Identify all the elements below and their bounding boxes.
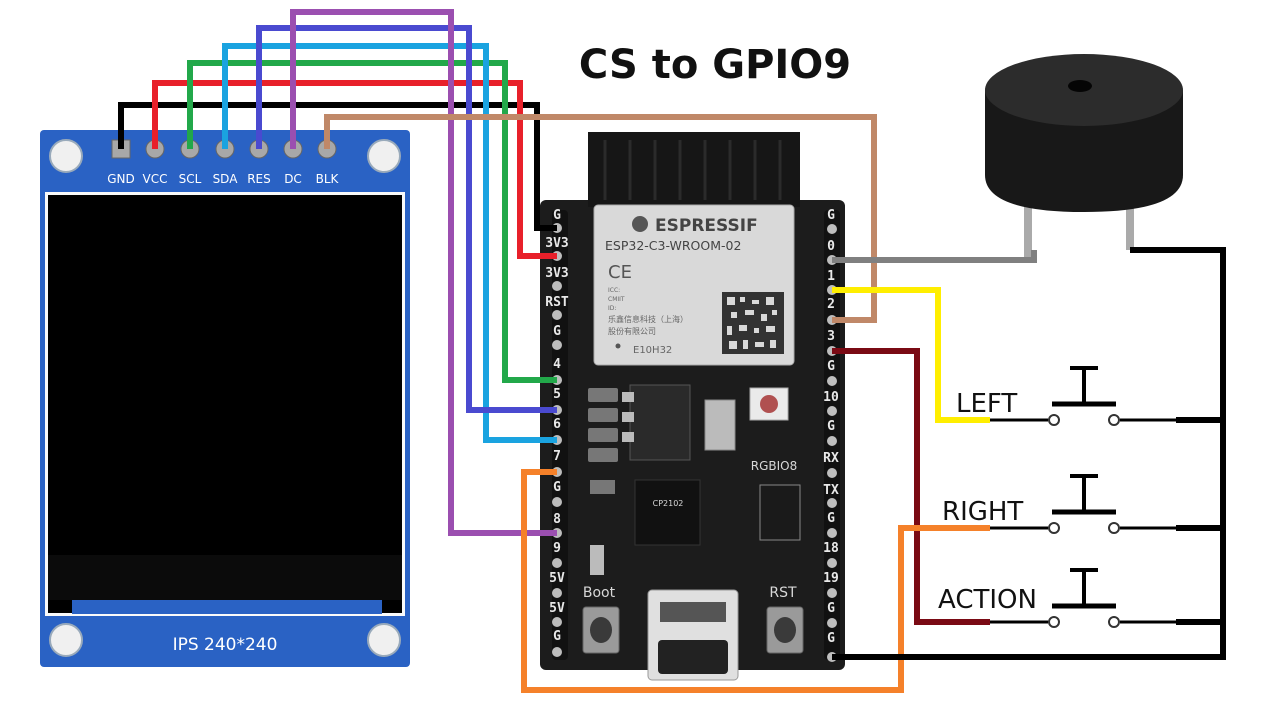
pin-label: 3V3 (545, 266, 568, 281)
pin-label: G (827, 601, 835, 616)
display-caption: IPS 240*240 (173, 635, 278, 655)
usb-chip (634, 479, 701, 546)
pin-label-dc: DC (284, 172, 302, 186)
wire-scl (187, 60, 557, 383)
pin-label: 10 (823, 390, 839, 405)
module-model: ESP32-C3-WROOM-02 (605, 238, 741, 253)
pin-label: G (827, 359, 835, 374)
module-line: CMIIT (608, 296, 625, 303)
module-line: 乐鑫信息科技（上海） (608, 314, 688, 324)
pin-label-res: RES (247, 172, 271, 186)
ce-mark: CE (608, 262, 632, 283)
pin-label: TX (823, 483, 839, 498)
qr-pattern (727, 297, 777, 349)
esp32c3-devkit: ESPRESSIF ESP32-C3-WROOM-02 CE ICC: CMII… (540, 132, 845, 681)
pin-label: 0 (827, 239, 835, 254)
diagram-title: CS to GPIO9 (579, 42, 851, 88)
pin-label: 9 (553, 541, 561, 556)
wires (118, 9, 1226, 693)
smd-components: RGBIO8 CP2102 (588, 384, 801, 575)
boot-button-cap (590, 617, 612, 643)
espressif-logo (632, 216, 648, 232)
mount-hole (367, 623, 401, 657)
antenna-area (588, 132, 800, 207)
pin-label: G (827, 511, 835, 526)
pin-label: G (827, 419, 835, 434)
button-left-label: LEFT (956, 389, 1017, 419)
pin-label: 6 (553, 417, 561, 432)
wire-action (832, 348, 990, 625)
pin-label: 3 (827, 329, 835, 344)
pin-label: G (553, 324, 561, 339)
pin-label-sda: SDA (213, 172, 239, 186)
pin-label: 19 (823, 571, 839, 586)
pin-label: 18 (823, 541, 839, 556)
module-dot (615, 343, 621, 349)
wire-common-gnd (832, 247, 1226, 660)
wire-vcc (152, 80, 557, 259)
wire-right (521, 469, 990, 693)
module-line: 股份有限公司 (608, 326, 656, 336)
pin-label: 8 (553, 512, 561, 527)
module-line: ICC: (608, 287, 620, 294)
rst-label: RST (769, 585, 797, 601)
pin-label: 4 (553, 357, 561, 372)
pin-label: 5V (549, 601, 565, 616)
pin-label: G (827, 208, 835, 223)
pin-label-scl: SCL (179, 172, 202, 186)
pin-label: 1 (827, 269, 835, 284)
pin-label-vcc: VCC (143, 172, 168, 186)
wire-blk (324, 114, 877, 323)
pin-label: 7 (553, 449, 561, 464)
pin-label: G (553, 208, 561, 223)
mount-hole (49, 623, 83, 657)
pin-label: 5 (553, 387, 561, 402)
module-line: ID: (608, 305, 616, 312)
pin-label: RX (823, 451, 839, 466)
button-left[interactable] (990, 366, 1178, 426)
pin-label: 2 (827, 297, 835, 312)
buzzer (985, 54, 1183, 258)
screen-edge (48, 555, 402, 600)
pin-label: G (553, 629, 561, 644)
pin-label: 3V3 (545, 236, 568, 251)
mount-hole (367, 139, 401, 173)
screen-flex (72, 600, 382, 614)
wire-left (832, 287, 990, 423)
module-code: E10H32 (633, 345, 672, 356)
pin-label: G (553, 480, 561, 495)
pin-label: G (827, 631, 835, 646)
pin-label: RST (545, 295, 569, 310)
boot-label: Boot (583, 585, 616, 601)
button-right[interactable] (990, 474, 1178, 534)
wire-dc (290, 9, 557, 536)
antenna-trace (603, 140, 782, 200)
left-header (552, 210, 568, 660)
pin-label-blk: BLK (316, 172, 340, 186)
mount-hole (49, 139, 83, 173)
wire-sda (222, 43, 557, 443)
left-pin-labels: G 3V3 3V3 RST G 4 5 6 7 G 8 9 5V 5V G (545, 208, 569, 644)
button-action-label: ACTION (938, 585, 1037, 615)
screen (48, 195, 402, 613)
pin-label-gnd: GND (107, 172, 135, 186)
right-pin-labels: G 0 1 2 3 G 10 G RX TX G 18 19 G G (823, 208, 839, 646)
wire-gnd (118, 102, 557, 231)
rgb-label: RGBIO8 (751, 459, 798, 473)
chip-label: CP2102 (653, 499, 684, 508)
button-right-label: RIGHT (942, 497, 1023, 527)
pin-label: 5V (549, 571, 565, 586)
module-brand: ESPRESSIF (655, 216, 758, 236)
button-action[interactable] (990, 568, 1178, 628)
rst-button-cap (774, 617, 796, 643)
tft-display: IPS 240*240 GND VCC SCL SDA RES DC BLK (40, 130, 410, 667)
wire-buzzer (832, 250, 1037, 263)
wire-res (256, 25, 557, 413)
